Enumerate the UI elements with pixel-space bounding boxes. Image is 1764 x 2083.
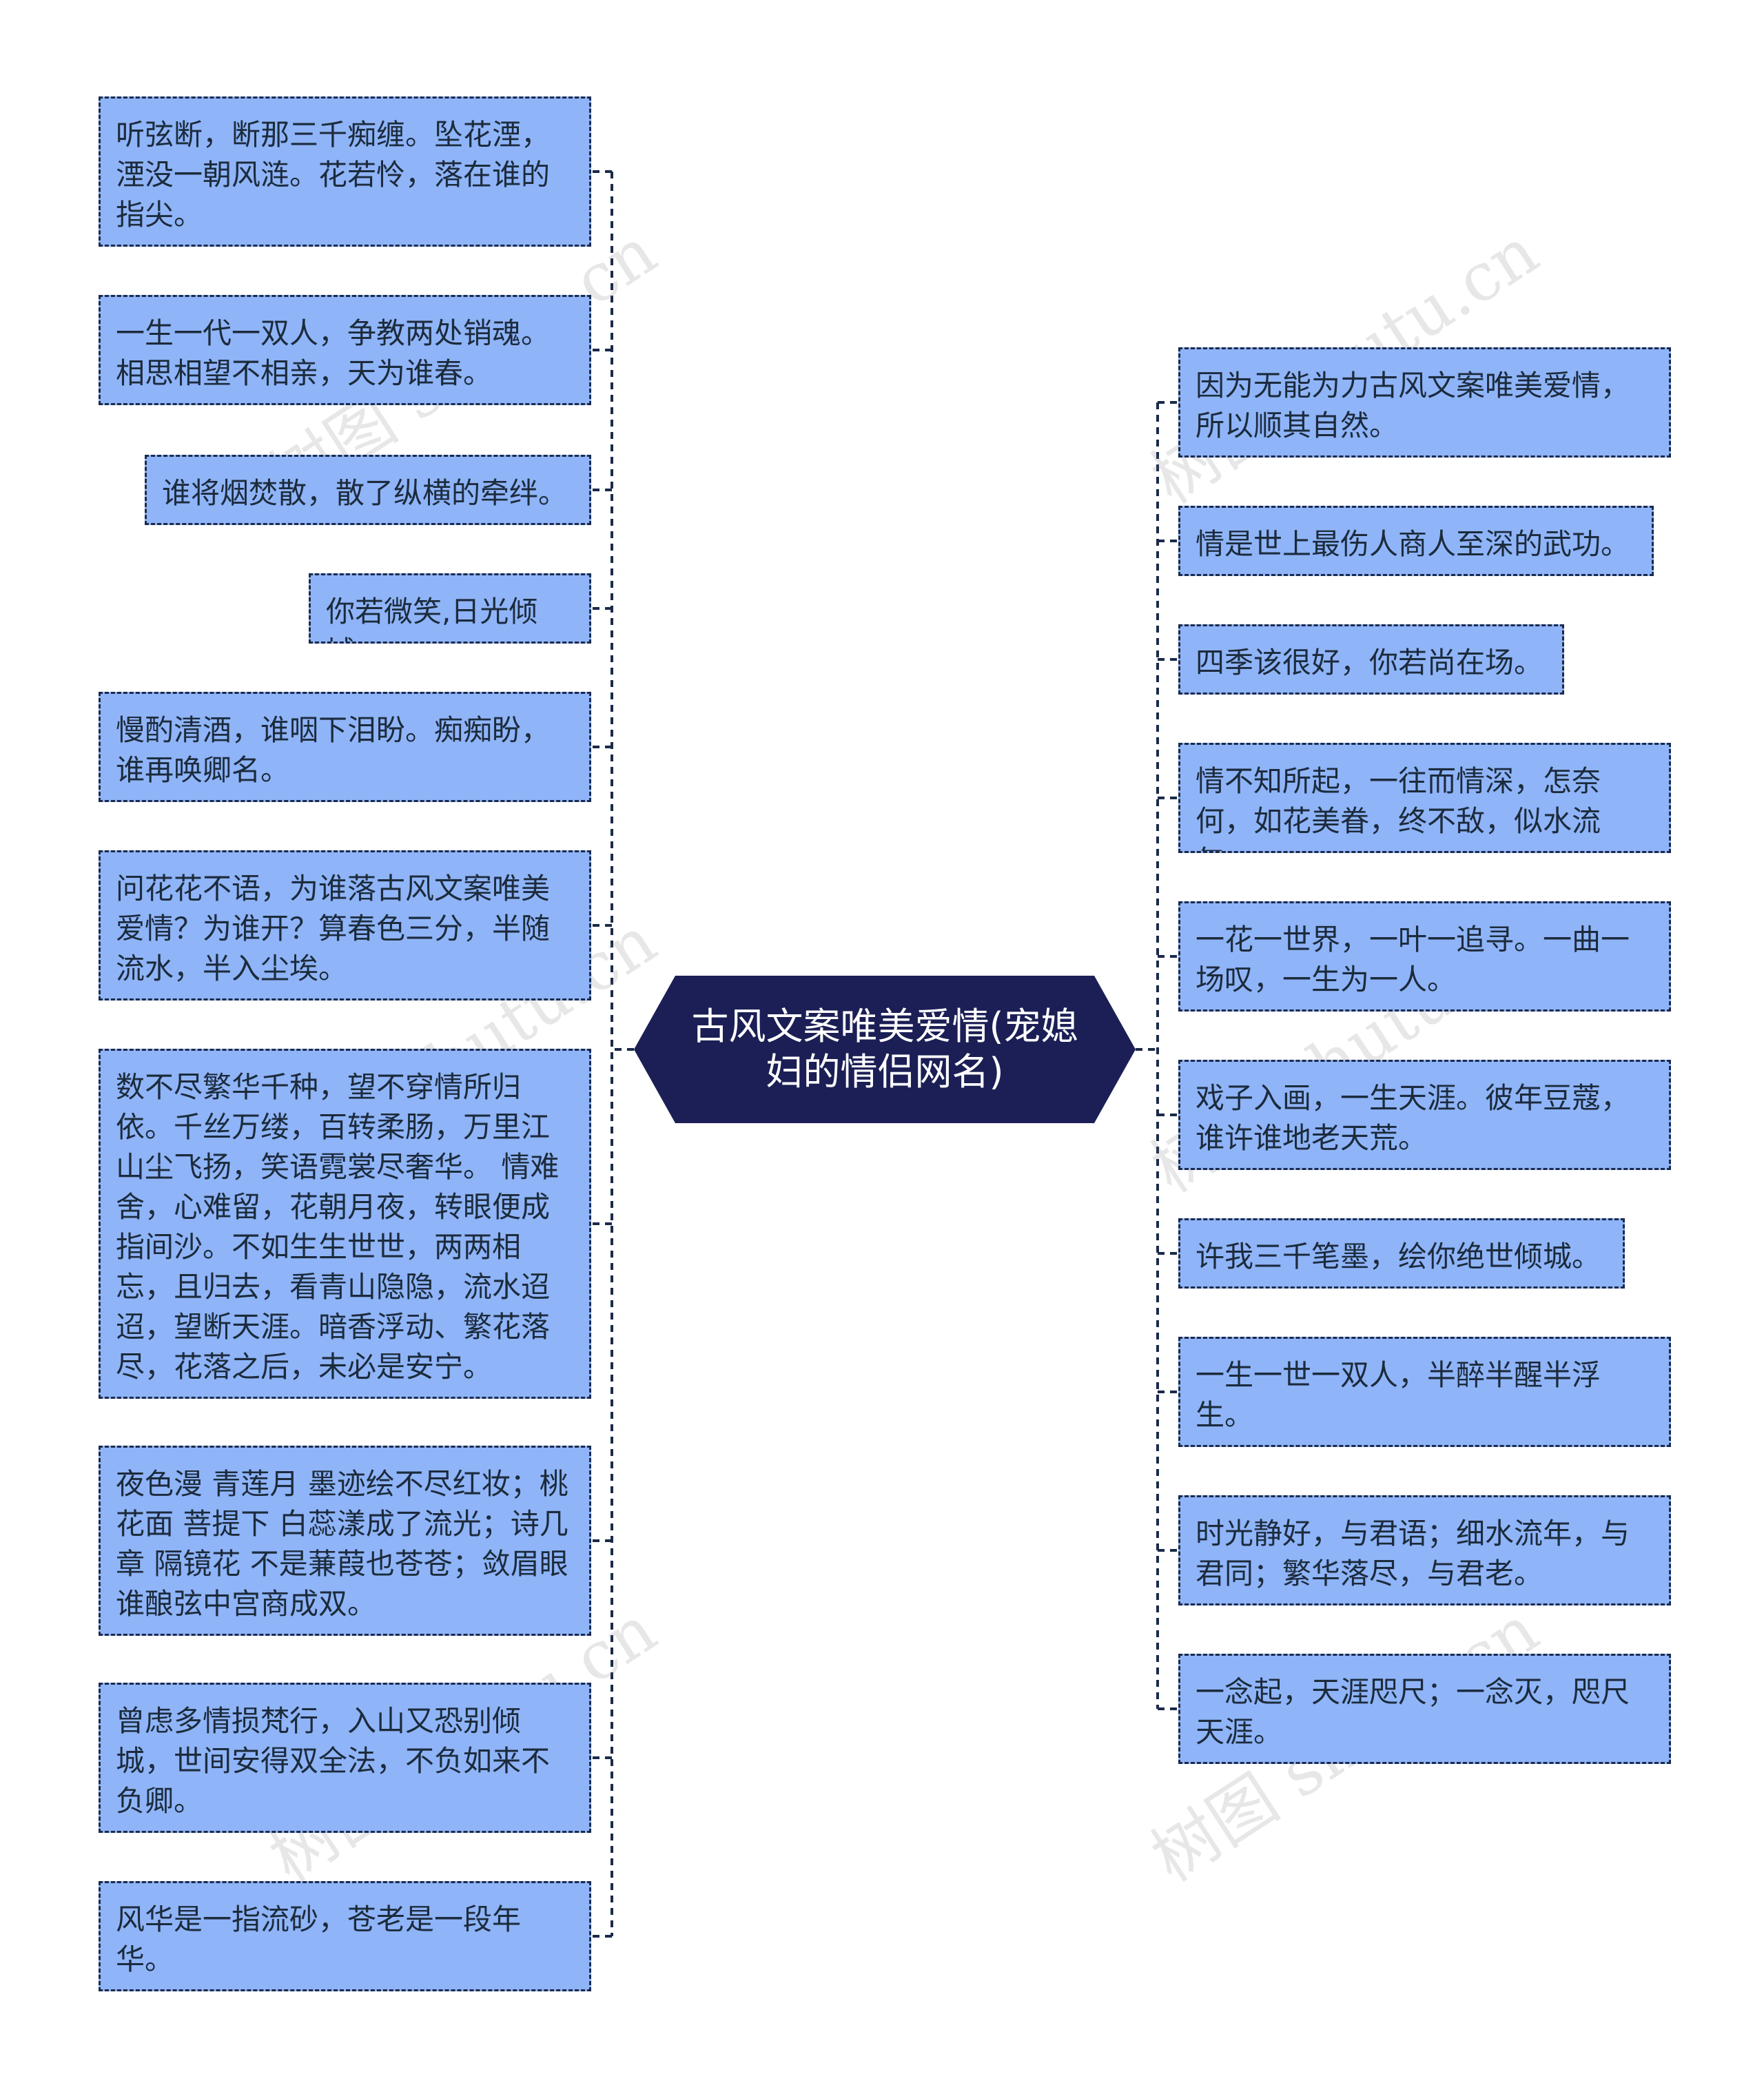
node-text: 谁将烟焚散，散了纵横的牵绊。 [162, 476, 568, 510]
node-text: 情不知所起，一往而情深，怎奈何，如花美眷，终不敌，似水流年。 [1196, 764, 1601, 851]
node-text: 时光静好，与君语；细水流年，与君同；繁华落尽，与君老。 [1196, 1517, 1630, 1590]
central-topic-shape [634, 976, 1136, 1123]
left-branch-node[interactable]: 一生一代一双人，争教两处销魂。相思相望不相亲，天为谁春。 [99, 295, 591, 405]
central-topic-label: 古风文案唯美爱情(宠媳妇的情侣网名) [691, 1005, 1078, 1094]
node-text: 一生一代一双人，争教两处销魂。相思相望不相亲，天为谁春。 [116, 316, 551, 390]
left-branch-node[interactable]: 数不尽繁华千种，望不穿情所归依。千丝万缕，百转柔肠，万里江山尘飞扬，笑语霓裳尽奢… [99, 1049, 591, 1399]
left-branch-node[interactable]: 风华是一指流砂，苍老是一段年华。 [99, 1881, 591, 1991]
right-branch-node[interactable]: 因为无能为力古风文案唯美爱情，所以顺其自然。 [1178, 347, 1671, 458]
left-branch-node[interactable]: 谁将烟焚散，散了纵横的牵绊。 [145, 455, 591, 525]
right-branch-node[interactable]: 四季该很好，你若尚在场。 [1178, 624, 1564, 695]
left-branch-node[interactable]: 问花花不语，为谁落古风文案唯美爱情？为谁开？算春色三分，半随流水，半入尘埃。 [99, 850, 591, 1001]
node-text: 戏子入画，一生天涯。彼年豆蔻，谁许谁地老天荒。 [1196, 1081, 1630, 1155]
central-topic[interactable]: 古风文案唯美爱情(宠媳妇的情侣网名) [634, 976, 1136, 1123]
node-text: 数不尽繁华千种，望不穿情所归依。千丝万缕，百转柔肠，万里江山尘飞扬，笑语霓裳尽奢… [116, 1070, 560, 1384]
node-text: 曾虑多情损梵行，入山又恐别倾城，世间安得双全法，不负如来不负卿。 [116, 1704, 551, 1818]
node-text: 慢酌清酒，谁咽下泪盼。痴痴盼，谁再唤卿名。 [116, 713, 551, 787]
right-branch-node[interactable]: 一念起，天涯咫尺；一念灭，咫尺天涯。 [1178, 1654, 1671, 1764]
right-branch-node[interactable]: 戏子入画，一生天涯。彼年豆蔻，谁许谁地老天荒。 [1178, 1060, 1671, 1170]
node-text: 风华是一指流砂，苍老是一段年华。 [116, 1902, 522, 1976]
left-branch-node[interactable]: 慢酌清酒，谁咽下泪盼。痴痴盼，谁再唤卿名。 [99, 692, 591, 802]
left-branch-node[interactable]: 你若微笑,日光倾城. [309, 573, 591, 644]
node-text: 情是世上最伤人商人至深的武功。 [1196, 527, 1630, 561]
right-branch-node[interactable]: 一花一世界，一叶一追寻。一曲一场叹，一生为一人。 [1178, 901, 1671, 1012]
right-branch-node[interactable]: 一生一世一双人，半醉半醒半浮生。 [1178, 1337, 1671, 1447]
node-text: 夜色漫 青莲月 墨迹绘不尽红妆；桃花面 菩提下 白蕊漾成了流光；诗几章 隔镜花 … [116, 1467, 578, 1621]
left-branch-node[interactable]: 听弦断，断那三千痴缠。坠花湮，湮没一朝风涟。花若怜，落在谁的指尖。 [99, 96, 591, 247]
node-text: 一生一世一双人，半醉半醒半浮生。 [1196, 1358, 1601, 1432]
left-branch-node[interactable]: 曾虑多情损梵行，入山又恐别倾城，世间安得双全法，不负如来不负卿。 [99, 1683, 591, 1833]
right-branch-node[interactable]: 时光静好，与君语；细水流年，与君同；繁华落尽，与君老。 [1178, 1495, 1671, 1605]
node-text: 你若微笑,日光倾城. [326, 595, 538, 642]
right-branch-node[interactable]: 情是世上最伤人商人至深的武功。 [1178, 506, 1654, 576]
node-text: 四季该很好，你若尚在场。 [1196, 646, 1544, 679]
right-branch-node[interactable]: 情不知所起，一往而情深，怎奈何，如花美眷，终不敌，似水流年。 [1178, 743, 1671, 853]
node-text: 听弦断，断那三千痴缠。坠花湮，湮没一朝风涟。花若怜，落在谁的指尖。 [116, 118, 551, 232]
node-text: 许我三千笔墨，绘你绝世倾城。 [1196, 1240, 1601, 1273]
node-text: 一念起，天涯咫尺；一念灭，咫尺天涯。 [1196, 1675, 1630, 1749]
node-text: 因为无能为力古风文案唯美爱情，所以顺其自然。 [1196, 369, 1630, 442]
right-branch-node[interactable]: 许我三千笔墨，绘你绝世倾城。 [1178, 1218, 1625, 1289]
node-text: 一花一世界，一叶一追寻。一曲一场叹，一生为一人。 [1196, 923, 1630, 996]
left-branch-node[interactable]: 夜色漫 青莲月 墨迹绘不尽红妆；桃花面 菩提下 白蕊漾成了流光；诗几章 隔镜花 … [99, 1446, 591, 1636]
node-text: 问花花不语，为谁落古风文案唯美爱情？为谁开？算春色三分，半随流水，半入尘埃。 [116, 872, 551, 985]
